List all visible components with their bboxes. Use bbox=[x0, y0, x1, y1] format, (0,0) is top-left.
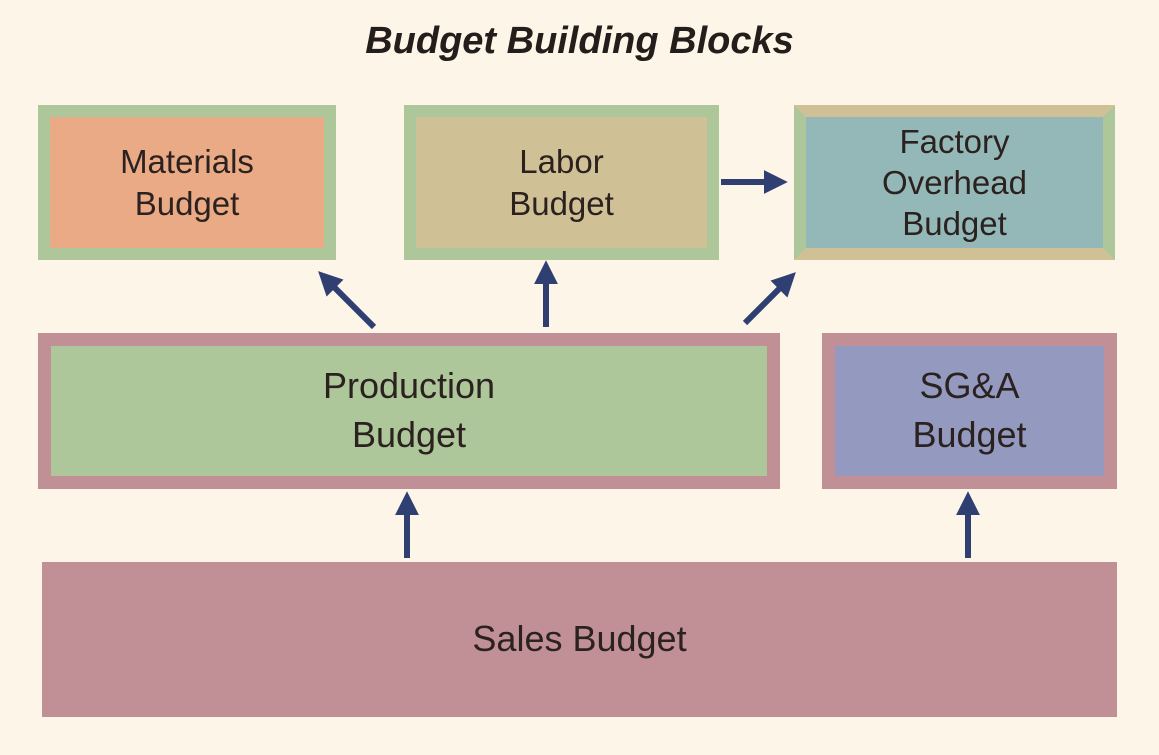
labor-budget-block: Labor Budget bbox=[404, 105, 719, 260]
factory-overhead-budget-block: Factory Overhead Budget bbox=[794, 105, 1115, 260]
factory-overhead-budget-label: Factory Overhead Budget bbox=[882, 122, 1027, 243]
sales-budget-label: Sales Budget bbox=[472, 618, 687, 660]
arrow-production-to-materials bbox=[318, 271, 377, 330]
labor-budget-label: Labor Budget bbox=[509, 143, 614, 222]
materials-budget-label: Materials Budget bbox=[120, 143, 254, 222]
sales-budget-block: Sales Budget bbox=[42, 562, 1117, 717]
arrow-production-to-overhead bbox=[742, 272, 796, 326]
diagram-title: Budget Building Blocks bbox=[365, 20, 794, 62]
materials-budget-block: Materials Budget bbox=[38, 105, 336, 260]
production-budget-block: Production Budget bbox=[38, 333, 780, 489]
sga-budget-block: SG&A Budget bbox=[822, 333, 1117, 489]
sga-budget-label: SG&A Budget bbox=[912, 365, 1027, 455]
production-budget-label: Production Budget bbox=[322, 365, 496, 455]
